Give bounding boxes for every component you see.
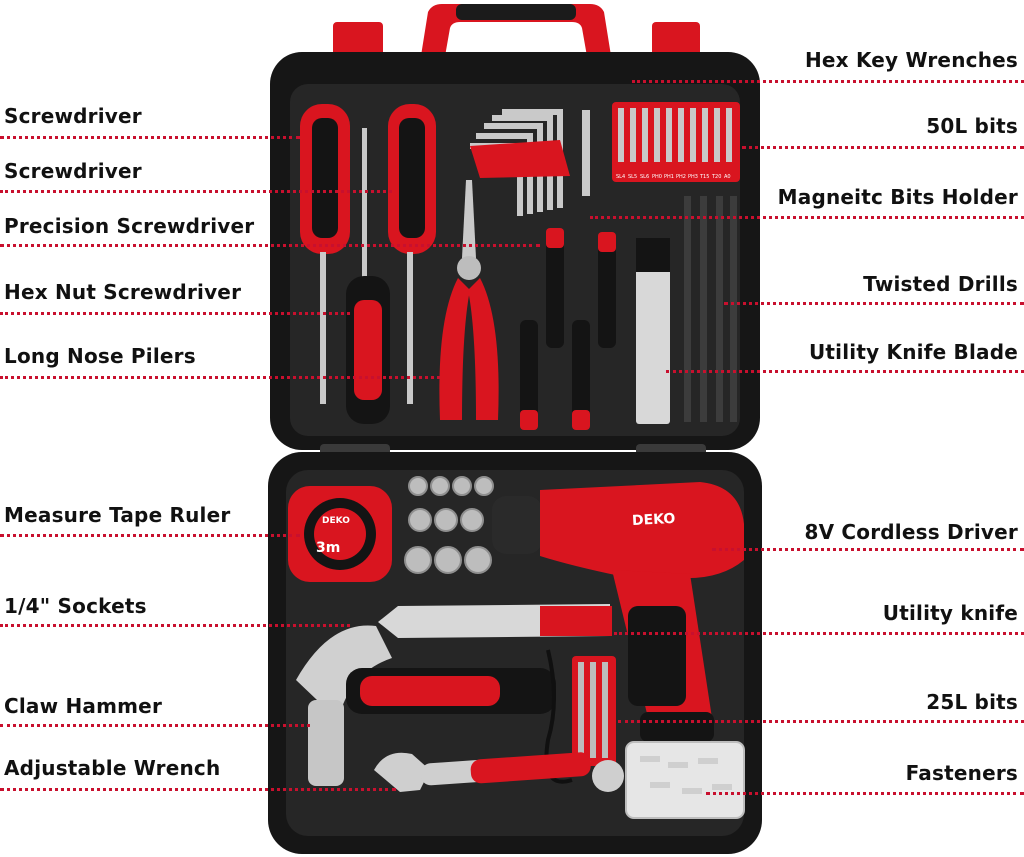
leader-line: [614, 632, 1024, 635]
bit-marking: T20: [711, 174, 721, 180]
callout-utility-knife-blade: Utility Knife Blade: [808, 340, 1018, 364]
leader-line: [0, 376, 440, 379]
leader-line: [666, 370, 1024, 373]
bit-marking: PH3: [688, 174, 698, 180]
bit-marking: A0: [724, 174, 731, 180]
callout-long-nose-pliers: Long Nose Pilers: [4, 344, 196, 368]
callout-hex-nut-screwdriver: Hex Nut Screwdriver: [4, 280, 242, 304]
tape-length-marking: 3m: [316, 540, 341, 556]
leader-line: [632, 80, 1024, 83]
leader-line: [0, 534, 300, 537]
leader-line: [724, 302, 1024, 305]
magnetic-bits-holder: [582, 110, 590, 196]
claw-hammer: [296, 625, 556, 786]
precision-screwdriver-long: [362, 128, 367, 288]
leader-line: [0, 312, 350, 315]
usb-cable: [544, 649, 573, 784]
callout-measure-tape: Measure Tape Ruler: [4, 503, 231, 527]
callout-twisted-drills: Twisted Drills: [863, 272, 1018, 296]
tape-measure: [288, 486, 392, 582]
hex-key-holder: [470, 140, 570, 178]
twisted-drills: [684, 196, 737, 422]
bit-marking: PH1: [664, 174, 674, 180]
bit-rack-50: [612, 102, 740, 182]
callout-utility-knife: Utility knife: [882, 601, 1018, 625]
utility-knife-blades: [636, 238, 670, 424]
bit-marking: SL6: [640, 174, 649, 180]
callout-25l-bits: 25L bits: [926, 690, 1018, 714]
leader-line: [0, 788, 396, 791]
leader-line: [0, 724, 310, 727]
bit-marking: SL5: [628, 174, 637, 180]
cordless-driver: [492, 482, 744, 742]
leader-line: [0, 136, 300, 139]
long-nose-pliers: [439, 180, 499, 420]
callout-screwdriver-2: Screwdriver: [4, 159, 142, 183]
leader-line: [0, 244, 540, 247]
leader-line: [0, 624, 350, 627]
brand-logo-driver: DEKO: [631, 510, 676, 530]
callout-precision-screwdriver: Precision Screwdriver: [4, 214, 255, 238]
hex-nut-screwdriver: [346, 276, 390, 424]
fasteners-box: [625, 741, 745, 819]
bit-marking: T15: [699, 174, 709, 180]
callout-magnetic-bits-holder: Magneitc Bits Holder: [777, 185, 1018, 209]
bit-marking: PH2: [676, 174, 686, 180]
callout-fasteners: Fasteners: [905, 761, 1018, 785]
bit-marking: PH0: [652, 174, 662, 180]
leader-line: [742, 146, 1024, 149]
leader-line: [706, 792, 1024, 795]
callout-adjustable-wrench: Adjustable Wrench: [4, 756, 221, 780]
leader-line: [712, 548, 1024, 551]
adjustable-wrench: [374, 752, 624, 792]
precision-screwdrivers: [520, 228, 616, 430]
screwdriver-left: [300, 104, 350, 404]
leader-line: [618, 720, 1024, 723]
callout-claw-hammer: Claw Hammer: [4, 694, 163, 718]
leader-line: [590, 216, 1024, 219]
socket-set: [404, 476, 494, 574]
callout-hex-key-wrenches: Hex Key Wrenches: [804, 48, 1018, 72]
callout-sockets: 1/4" Sockets: [4, 594, 147, 618]
bit-marking: SL4: [616, 174, 625, 180]
leader-line: [0, 190, 392, 193]
bit-rack-25: [572, 656, 616, 766]
callout-screwdriver-1: Screwdriver: [4, 104, 142, 128]
screwdriver-right: [388, 104, 436, 404]
brand-logo-tape: DEKO: [322, 516, 350, 526]
callout-cordless-driver: 8V Cordless Driver: [804, 520, 1018, 544]
callout-50l-bits: 50L bits: [926, 114, 1018, 138]
utility-knife: [378, 604, 612, 638]
case-handle: [420, 4, 612, 62]
